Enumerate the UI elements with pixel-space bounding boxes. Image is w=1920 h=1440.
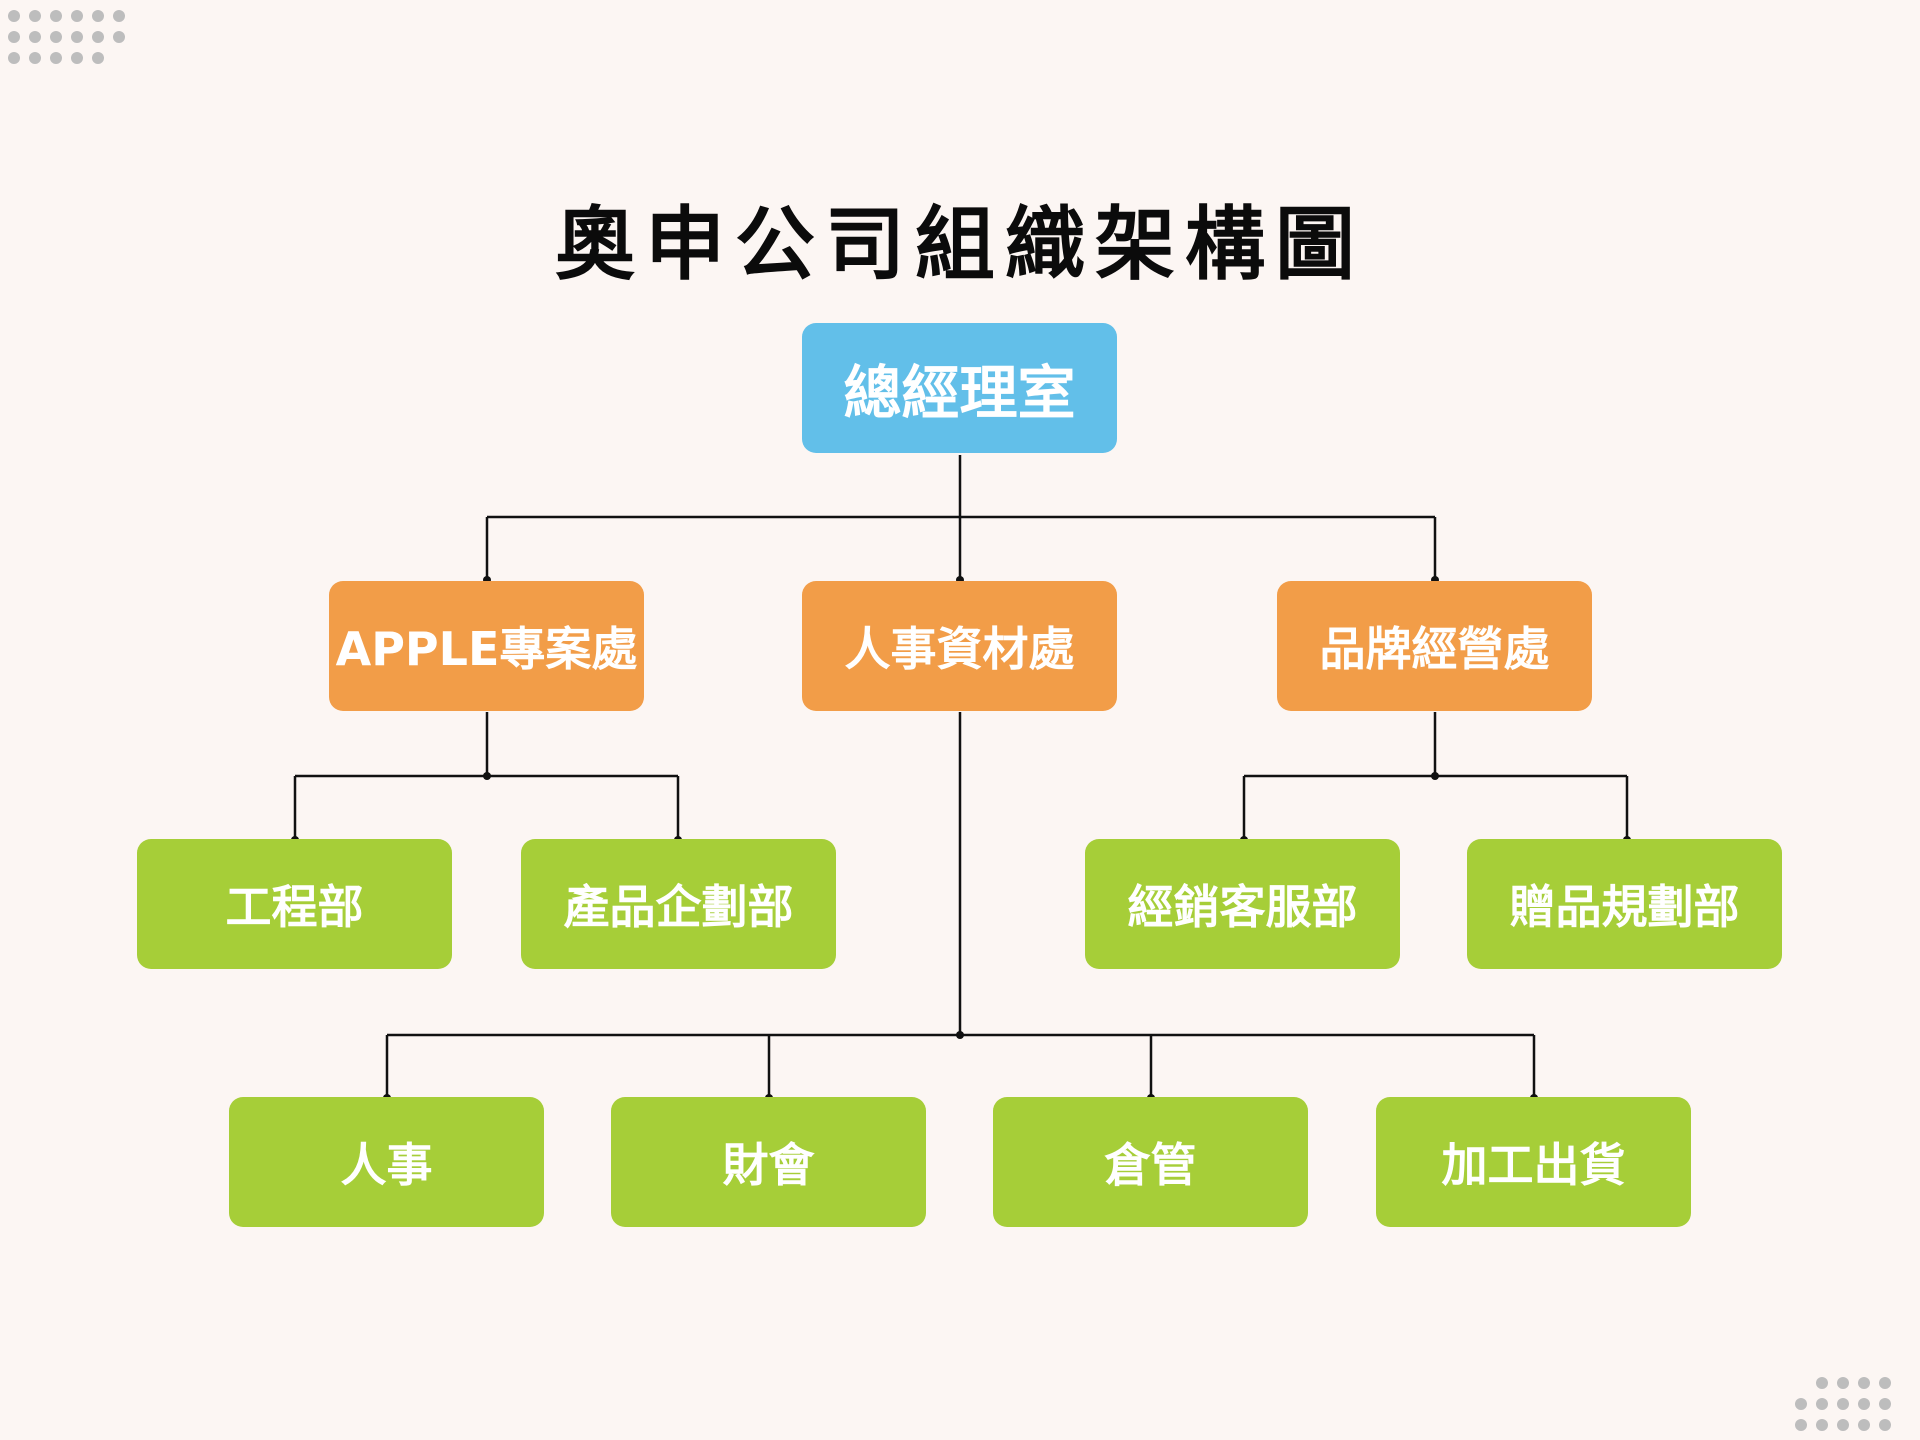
node-engineering-dept: 工程部 [137,839,452,969]
decorative-dot [1816,1377,1828,1389]
node-product-planning-dept: 產品企劃部 [521,839,836,969]
decorative-dot [1879,1377,1891,1389]
decorative-dot [8,31,20,43]
decorative-dot [1816,1398,1828,1410]
node-finance-dept: 財會 [611,1097,926,1227]
decorative-dot [1858,1398,1870,1410]
decorative-dot [71,31,83,43]
decorative-dot [92,31,104,43]
decorative-dot [92,52,104,64]
decorative-dot [113,10,125,22]
decorative-dot [8,10,20,22]
junction-dot [483,772,491,780]
chart-title: 奧申公司組織架構圖 [555,198,1365,291]
decorative-dot [29,10,41,22]
node-gift-planning-dept: 贈品規劃部 [1467,839,1782,969]
junction-dot [1431,772,1439,780]
decorative-dot [50,10,62,22]
decorative-dot [1879,1398,1891,1410]
decorative-dot [1858,1377,1870,1389]
decorative-dot [29,31,41,43]
decorative-dot [1879,1419,1891,1431]
decorative-dot [1837,1398,1849,1410]
node-brand-management-division: 品牌經營處 [1277,581,1592,711]
node-shipping-dept: 加工出貨 [1376,1097,1691,1227]
decorative-dot [1816,1419,1828,1431]
decorative-dot [1837,1377,1849,1389]
decorative-dot [1795,1398,1807,1410]
decorative-dot [29,52,41,64]
junction-dot [956,1031,964,1039]
node-general-manager-office: 總經理室 [802,323,1117,453]
decorative-dot [1858,1419,1870,1431]
node-apple-project-division: APPLE專案處 [329,581,644,711]
decorative-dot [1837,1419,1849,1431]
decorative-dot [71,10,83,22]
decorative-dot [71,52,83,64]
node-dealer-service-dept: 經銷客服部 [1085,839,1400,969]
node-warehouse-dept: 倉管 [993,1097,1308,1227]
node-personnel-dept: 人事 [229,1097,544,1227]
node-hr-materials-division: 人事資材處 [802,581,1117,711]
decorative-dot [50,31,62,43]
decorative-dot [1795,1419,1807,1431]
decorative-dot [8,52,20,64]
decorative-dot [50,52,62,64]
decorative-dot [92,10,104,22]
decorative-dot [113,31,125,43]
